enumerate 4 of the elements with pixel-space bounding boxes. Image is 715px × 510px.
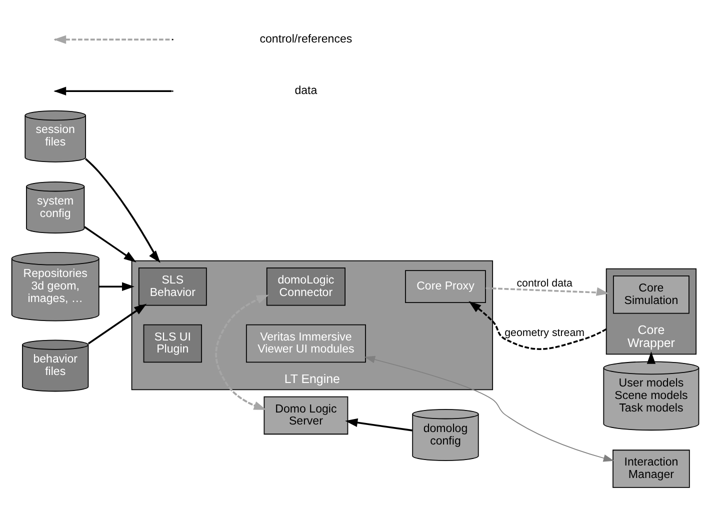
legend-label: data (294, 84, 318, 97)
edge-label: control data (516, 276, 572, 289)
edge-label: geometry stream (504, 326, 585, 339)
legend-label: control/references (260, 33, 352, 46)
